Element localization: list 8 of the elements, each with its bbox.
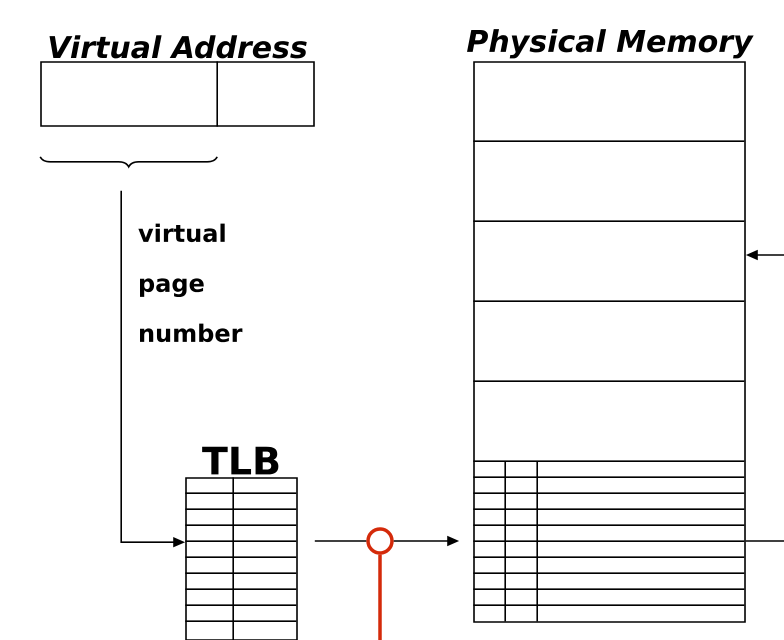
node-label: TLB: [202, 446, 278, 474]
edge-label: virtual page number: [138, 224, 242, 342]
node-label: Virtual Address: [50, 35, 307, 58]
node-label: Physical Memory: [467, 29, 754, 58]
probe-circle: [366, 527, 394, 555]
memory-box: Physical Memory: [467, 29, 754, 623]
tlb-table: TLB: [185, 446, 298, 640]
address-box: Virtual Address: [40, 35, 315, 127]
